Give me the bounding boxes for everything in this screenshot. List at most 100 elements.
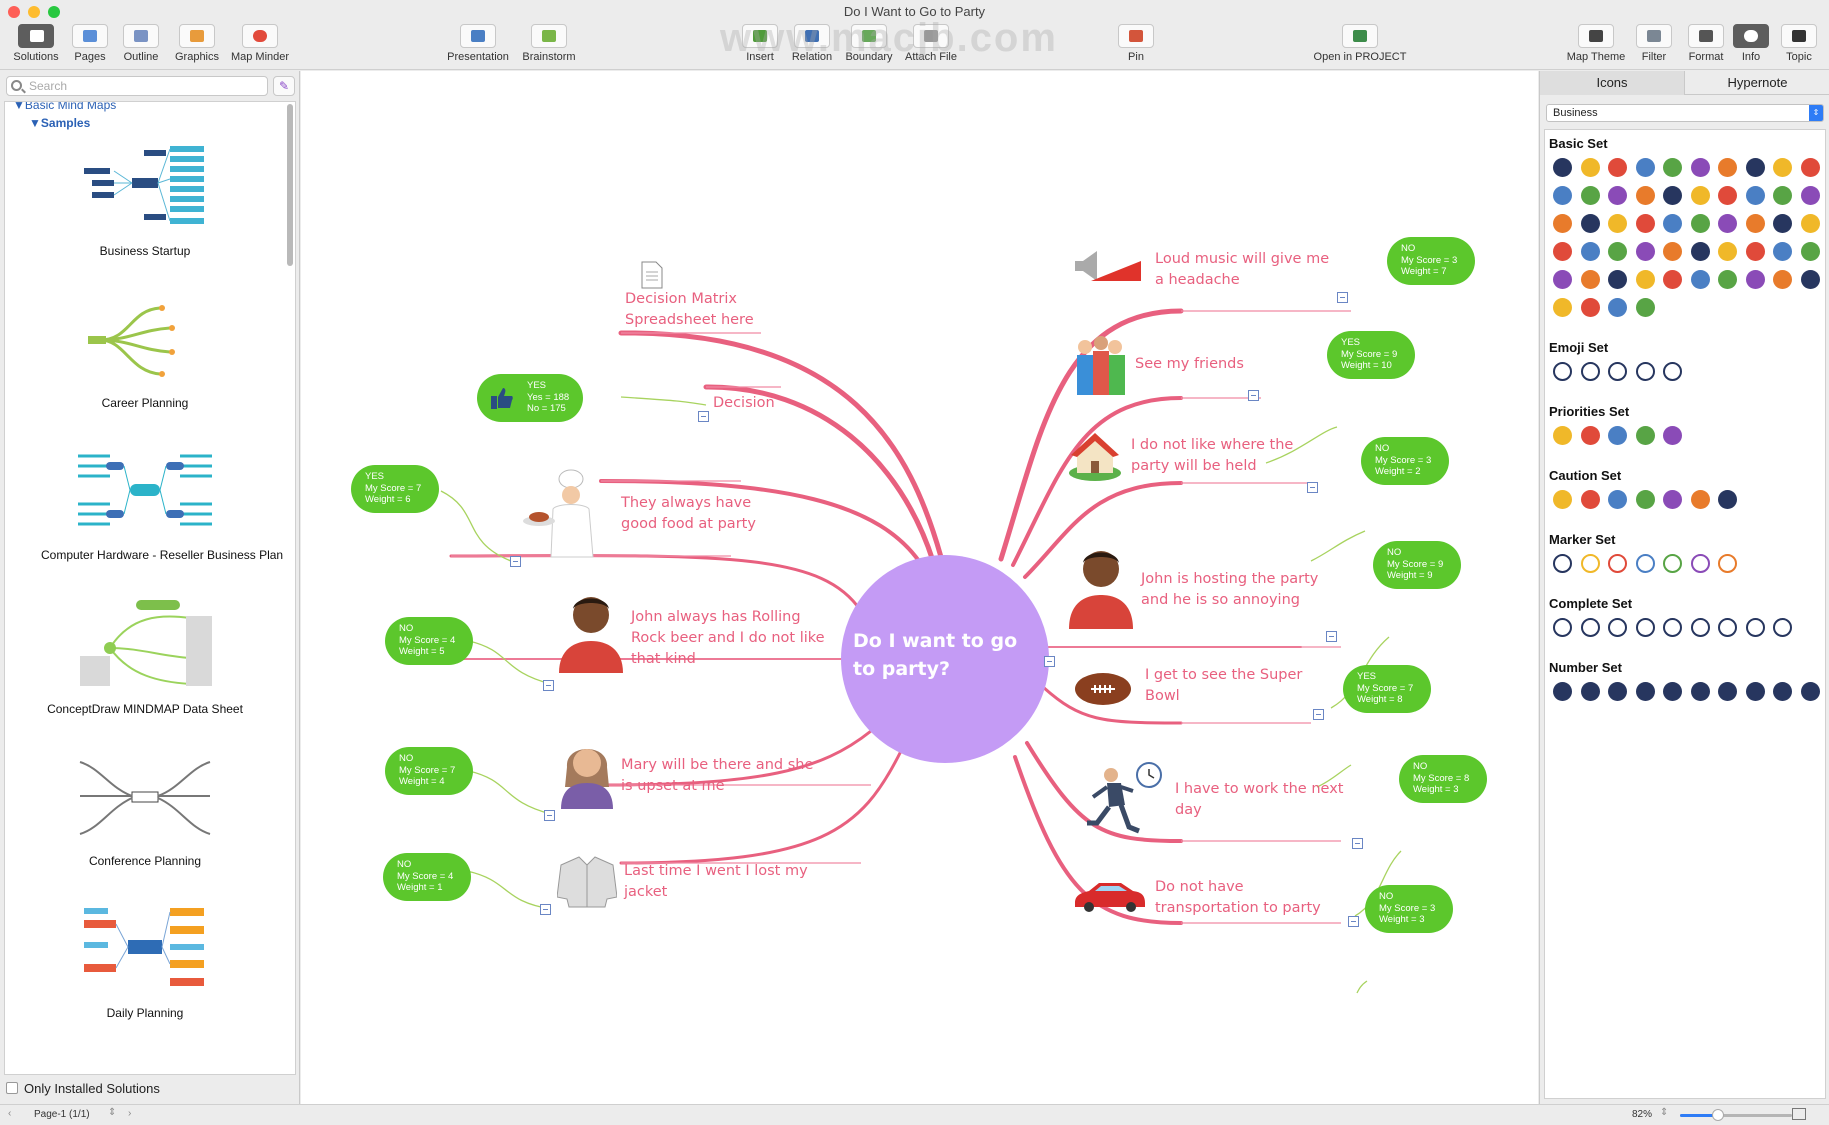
- icon-set-title[interactable]: Basic Set: [1549, 136, 1608, 151]
- sample-career-planning[interactable]: Career Planning: [5, 290, 285, 410]
- library-icon[interactable]: [1580, 186, 1600, 205]
- library-icon[interactable]: [1608, 682, 1627, 701]
- sample-daily-planning[interactable]: Daily Planning: [5, 900, 285, 1020]
- library-icon[interactable]: [1553, 490, 1572, 509]
- library-icon[interactable]: [1663, 186, 1682, 205]
- topic-button[interactable]: Topic: [1778, 24, 1820, 63]
- library-icon[interactable]: [1553, 362, 1572, 381]
- collapse-party-location-button[interactable]: [1307, 482, 1318, 493]
- tab-icons[interactable]: Icons: [1540, 71, 1685, 95]
- magic-wand-button[interactable]: ✎: [273, 76, 295, 96]
- sample-computer-hardware[interactable]: Computer Hardware - Reseller Business Pl…: [5, 442, 285, 562]
- library-icon[interactable]: [1718, 186, 1737, 205]
- central-topic[interactable]: Do I want to go to party?: [841, 555, 1049, 763]
- collapse-john-hosting-button[interactable]: [1326, 631, 1337, 642]
- library-icon[interactable]: [1718, 242, 1737, 261]
- library-icon[interactable]: [1663, 682, 1682, 701]
- library-icon[interactable]: [1553, 214, 1572, 233]
- library-icon[interactable]: [1773, 158, 1792, 177]
- library-icon[interactable]: [1608, 426, 1627, 445]
- sample-business-startup[interactable]: Business Startup: [5, 138, 285, 258]
- library-icon[interactable]: [1635, 682, 1655, 701]
- library-icon[interactable]: [1690, 270, 1710, 289]
- collapse-jacket-button[interactable]: [540, 904, 551, 915]
- info-button[interactable]: Info: [1730, 24, 1772, 63]
- zoom-stepper-icon[interactable]: ⇕: [1660, 1107, 1669, 1118]
- library-icon[interactable]: [1553, 426, 1572, 445]
- library-icon[interactable]: [1608, 298, 1627, 317]
- library-icon[interactable]: [1663, 214, 1682, 233]
- topic-good-food[interactable]: They always have good food at party: [621, 495, 756, 532]
- library-icon[interactable]: [1635, 186, 1655, 205]
- library-icon[interactable]: [1718, 554, 1737, 573]
- library-icon[interactable]: [1663, 618, 1682, 637]
- icon-set-title[interactable]: Number Set: [1549, 660, 1622, 675]
- library-icon[interactable]: [1690, 158, 1710, 177]
- zoom-window-button[interactable]: [48, 6, 60, 18]
- icon-library-select[interactable]: Business ⇕: [1546, 104, 1824, 122]
- icon-set-title[interactable]: Marker Set: [1549, 532, 1616, 547]
- collapse-loud-music-button[interactable]: [1337, 292, 1348, 303]
- minimize-window-button[interactable]: [28, 6, 40, 18]
- library-icon[interactable]: [1718, 270, 1737, 289]
- relation-button[interactable]: Relation: [788, 24, 836, 63]
- library-icon[interactable]: [1608, 554, 1627, 573]
- outline-button[interactable]: Outline: [116, 24, 166, 63]
- presentation-button[interactable]: Presentation: [444, 24, 512, 63]
- mindmap-canvas[interactable]: Do I want to go to party? Decision Matri…: [301, 71, 1538, 1104]
- icon-set-title[interactable]: Priorities Set: [1549, 404, 1630, 419]
- library-icon[interactable]: [1580, 158, 1600, 177]
- library-icon[interactable]: [1580, 270, 1600, 289]
- collapse-good-food-button[interactable]: [510, 556, 521, 567]
- fit-page-icon[interactable]: [1792, 1108, 1806, 1120]
- topic-rolling-rock[interactable]: John always has Rolling Rock beer and I …: [631, 609, 825, 667]
- graphics-button[interactable]: Graphics: [170, 24, 224, 63]
- library-icon[interactable]: [1663, 426, 1682, 445]
- topic-decision-matrix[interactable]: Decision Matrix Spreadsheet here: [625, 291, 754, 328]
- page-indicator[interactable]: Page-1 (1/1): [34, 1109, 90, 1120]
- library-icon[interactable]: [1663, 554, 1682, 573]
- library-icon[interactable]: [1745, 186, 1765, 205]
- icon-set-title[interactable]: Emoji Set: [1549, 340, 1609, 355]
- library-icon[interactable]: [1663, 242, 1682, 261]
- library-icon[interactable]: [1690, 554, 1710, 573]
- library-icon[interactable]: [1745, 214, 1765, 233]
- tree-group-samples[interactable]: ▼Samples: [29, 116, 91, 130]
- library-icon[interactable]: [1608, 618, 1627, 637]
- topic-decision[interactable]: Decision: [713, 395, 775, 411]
- library-icon[interactable]: [1580, 214, 1600, 233]
- topic-jacket[interactable]: Last time I went I lost my jacket: [624, 863, 808, 900]
- library-icon[interactable]: [1635, 298, 1655, 317]
- library-icon[interactable]: [1773, 682, 1792, 701]
- topic-transportation[interactable]: Do not have transportation to party: [1155, 879, 1321, 916]
- chevron-left-icon[interactable]: ‹: [8, 1108, 12, 1119]
- library-icon[interactable]: [1800, 158, 1820, 177]
- library-icon[interactable]: [1608, 242, 1627, 261]
- library-icon[interactable]: [1635, 618, 1655, 637]
- library-icon[interactable]: [1800, 242, 1820, 261]
- library-icon[interactable]: [1718, 214, 1737, 233]
- library-icon[interactable]: [1800, 214, 1820, 233]
- library-icon[interactable]: [1800, 270, 1820, 289]
- filter-button[interactable]: Filter: [1634, 24, 1674, 63]
- library-icon[interactable]: [1553, 158, 1572, 177]
- library-icon[interactable]: [1553, 186, 1572, 205]
- library-icon[interactable]: [1635, 426, 1655, 445]
- close-window-button[interactable]: [8, 6, 20, 18]
- collapse-central-button[interactable]: [1044, 656, 1055, 667]
- library-icon[interactable]: [1635, 214, 1655, 233]
- library-icon[interactable]: [1690, 214, 1710, 233]
- solutions-button[interactable]: Solutions: [6, 24, 66, 63]
- library-icon[interactable]: [1773, 618, 1792, 637]
- tree-root-basic-mind-maps[interactable]: ▼Basic Mind Maps: [13, 102, 116, 112]
- library-icon[interactable]: [1608, 270, 1627, 289]
- samples-scrollbar[interactable]: [287, 104, 293, 266]
- library-icon[interactable]: [1718, 682, 1737, 701]
- library-icon[interactable]: [1553, 242, 1572, 261]
- only-installed-checkbox[interactable]: Only Installed Solutions: [6, 1081, 160, 1096]
- library-icon[interactable]: [1800, 682, 1820, 701]
- attach-file-button[interactable]: Attach File: [900, 24, 962, 63]
